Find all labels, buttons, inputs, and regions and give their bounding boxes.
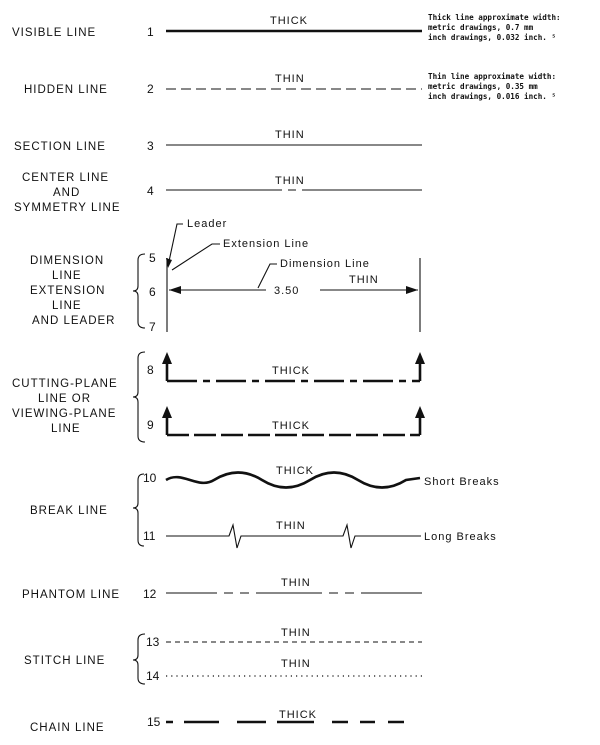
number-4: 4 [147, 184, 154, 198]
number-1: 1 [147, 25, 154, 39]
number-2: 2 [147, 82, 154, 96]
number-3: 3 [147, 139, 154, 153]
weight-cutting-9: THICK [272, 420, 310, 432]
number-8: 8 [147, 363, 154, 377]
callout-leader: Leader [187, 218, 227, 230]
weight-break-11: THIN [276, 520, 306, 532]
label-section-line: SECTION LINE [14, 141, 106, 153]
label-chain-line: CHAIN LINE [30, 722, 105, 734]
number-13: 13 [146, 635, 160, 649]
leader-arrow [166, 258, 172, 268]
cutting-9-arrows [162, 406, 425, 418]
number-10: 10 [143, 471, 157, 485]
row-chain-line: CHAIN LINE 15 THICK [30, 709, 404, 734]
leader-callout [167, 223, 183, 267]
row-break-line: BREAK LINE 10 11 THICK Short Breaks THIN… [30, 465, 500, 549]
weight-cutting-8: THICK [272, 365, 310, 377]
weight-visible: THICK [270, 15, 308, 27]
row-dimension-line: DIMENSION LINE EXTENSION LINE AND LEADER… [30, 218, 421, 334]
number-6: 6 [149, 285, 156, 299]
label-symmetry-line: SYMMETRY LINE [14, 202, 121, 214]
weight-chain: THICK [279, 709, 317, 721]
callout-extension-line: Extension Line [223, 238, 309, 250]
dimension-arrow-left [169, 286, 181, 294]
weight-hidden: THIN [275, 73, 305, 85]
extension-callout [171, 243, 220, 271]
note-thin-1: Thin line approximate width: [428, 72, 556, 81]
short-breaks-label: Short Breaks [424, 476, 500, 488]
cutting-8-arrows [162, 352, 425, 364]
number-12: 12 [143, 587, 157, 601]
dimension-callout [257, 263, 277, 289]
long-breaks-label: Long Breaks [424, 531, 497, 543]
note-thick-1: Thick line approximate width: [428, 13, 561, 22]
row-stitch-line: STITCH LINE 13 14 THIN THIN [24, 627, 422, 685]
number-9: 9 [147, 418, 154, 432]
note-thin-2: metric drawings, 0.35 mm [428, 82, 538, 91]
weight-break-10: THICK [276, 465, 314, 477]
label-dim-1: DIMENSION [30, 255, 104, 267]
label-hidden-line: HIDDEN LINE [24, 84, 108, 96]
cutting-brace [132, 351, 146, 443]
note-thick-2: metric drawings, 0.7 mm [428, 23, 534, 32]
row-phantom-line: PHANTOM LINE 12 THIN [22, 577, 422, 601]
weight-section: THIN [275, 129, 305, 141]
number-5: 5 [149, 251, 156, 265]
label-center-and: AND [53, 187, 80, 199]
label-cut-3: VIEWING-PLANE [12, 408, 116, 420]
label-stitch-line: STITCH LINE [24, 655, 105, 667]
stitch-brace [132, 633, 146, 685]
number-15: 15 [147, 715, 161, 729]
note-thick-3: inch drawings, 0.032 inch. ⁵ [428, 33, 556, 42]
note-thin-3: inch drawings, 0.016 inch. ⁵ [428, 92, 556, 101]
weight-stitch-13: THIN [281, 627, 311, 639]
label-cut-4: LINE [51, 423, 81, 435]
label-dim-2: LINE [52, 270, 82, 282]
number-11: 11 [143, 529, 156, 543]
weight-center: THIN [275, 175, 305, 187]
number-7: 7 [149, 320, 156, 334]
break-brace [132, 473, 145, 547]
dimension-arrow-right [406, 286, 418, 294]
label-visible-line: VISIBLE LINE [12, 27, 96, 39]
weight-dimension: THIN [349, 274, 379, 286]
break-short-sample [165, 471, 421, 489]
label-center-line: CENTER LINE [22, 172, 109, 184]
row-visible-line: VISIBLE LINE 1 THICK Thick line approxim… [12, 13, 561, 42]
label-cut-2: LINE OR [38, 393, 91, 405]
row-hidden-line: HIDDEN LINE 2 THIN Thin line approximate… [24, 72, 556, 101]
dimension-value: 3.50 [274, 285, 299, 297]
weight-phantom: THIN [281, 577, 311, 589]
weight-stitch-14: THIN [281, 658, 311, 670]
row-cutting-plane-line: CUTTING-PLANE LINE OR VIEWING-PLANE LINE… [12, 351, 425, 443]
row-section-line: SECTION LINE 3 THIN [14, 129, 422, 153]
label-break-line: BREAK LINE [30, 505, 108, 517]
number-14: 14 [146, 669, 160, 683]
dimension-brace [132, 253, 146, 329]
row-center-line: CENTER LINE AND SYMMETRY LINE 4 THIN [14, 172, 422, 214]
label-dim-5: AND LEADER [32, 315, 116, 327]
label-phantom-line: PHANTOM LINE [22, 589, 120, 601]
break-long-sample [166, 522, 421, 549]
callout-dimension-line: Dimension Line [280, 258, 370, 270]
label-dim-4: LINE [52, 300, 82, 312]
label-cut-1: CUTTING-PLANE [12, 378, 118, 390]
label-dim-3: EXTENSION [30, 285, 105, 297]
